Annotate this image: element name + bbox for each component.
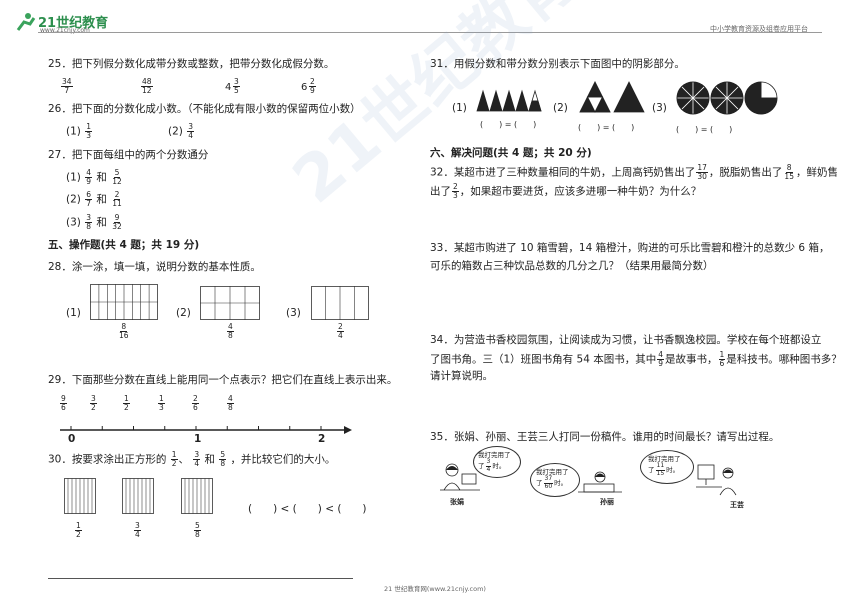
q31-label-1: (1) [452, 102, 467, 114]
q29-tick-1: 1 [194, 433, 202, 445]
person-name-2: 孙丽 [600, 498, 614, 506]
q31-label-2: (2) [553, 102, 568, 114]
speech-bubble-3 [640, 450, 694, 484]
q31-big-triangles-figure [579, 81, 645, 113]
q31-blank-1[interactable]: ( ) = ( ) [480, 120, 537, 129]
q28-text: 28．涂一涂，填一填，说明分数的基本性质。 [48, 261, 261, 273]
person-typing-icon [440, 463, 480, 491]
footer-text: 21 世纪教育网(www.21cnjy.com) [384, 585, 486, 593]
q31-blank-2[interactable]: ( ) = ( ) [578, 123, 635, 132]
q29-tick-0: 0 [68, 433, 76, 445]
q26-text: 26．把下面的分数化成小数。（不能化成有限小数的保留两位小数） [48, 103, 361, 115]
header-divider [38, 32, 822, 33]
q33-line2: 可乐的箱数占三种饮品总数的几分之几？（结果用最简分数） [430, 260, 714, 272]
q31-circles-figure [676, 81, 778, 115]
q28-label-1: (1) [66, 307, 81, 319]
q31-label-3: (3) [652, 102, 667, 114]
speech-bubble-1 [473, 446, 521, 478]
header-right-text: 中小学教育资源及组卷应用平台 [710, 25, 808, 33]
q30-square-2 [122, 478, 154, 514]
person-name-1: 张娟 [450, 498, 464, 506]
q28-grid-3 [311, 286, 369, 320]
q27-text: 27．把下面每组中的两个分数通分 [48, 149, 209, 161]
person-desk-icon [578, 471, 622, 493]
q25-whole-3: 4 [225, 82, 232, 93]
q31-blank-3[interactable]: ( ) = ( ) [676, 125, 733, 134]
q25-text: 25．把下列假分数化成带分数或整数，把带分数化成假分数。 [48, 58, 335, 70]
footer-divider [48, 578, 353, 579]
logo-text: 21世纪教育 [38, 16, 109, 31]
speech-bubble-2 [530, 463, 580, 497]
q28-grid-1 [90, 284, 158, 320]
q35-text: 35．张娟、孙丽、王芸三人打同一份稿件。谁用的时间最长？请写出过程。 [430, 431, 780, 443]
q28-label-3: (3) [286, 307, 301, 319]
section-5-title: 五、操作题(共 4 题；共 19 分) [48, 239, 200, 251]
logo-subtext: www.21cnjy.com [40, 27, 90, 34]
person-name-3: 王芸 [730, 501, 744, 509]
q28-label-2: (2) [176, 307, 191, 319]
runner-logo-icon [16, 13, 36, 31]
q29-text: 29．下面那些分数在直线上能用同一个点表示？把它们在直线上表示出来。 [48, 374, 398, 386]
q30-square-1 [64, 478, 96, 514]
q30-square-3 [181, 478, 213, 514]
person-computer-icon [696, 464, 737, 496]
q33-line1: 33．某超市购进了 10 箱雪碧，14 箱橙汁，购进的可乐比雪碧和橙汁的总数少 … [430, 242, 830, 254]
q29-tick-2: 2 [318, 433, 326, 445]
q29-number-line [60, 426, 352, 434]
q31-triangles-figure [476, 89, 542, 112]
q25-whole-4: 6 [301, 82, 308, 93]
section-6-title: 六、解决问题(共 4 题；共 20 分) [430, 147, 592, 159]
q34-line3: 请计算说明。 [430, 370, 493, 382]
q28-grid-2 [200, 286, 260, 320]
q31-text: 31．用假分数和带分数分别表示下面图中的阴影部分。 [430, 58, 685, 70]
q30-compare-blanks[interactable]: ( ) < ( ) < ( ) [248, 503, 367, 515]
q34-line1: 34．为营造书香校园氛围，让阅读成为习惯，让书香飘逸校园。学校在每个班都设立 [430, 334, 822, 346]
